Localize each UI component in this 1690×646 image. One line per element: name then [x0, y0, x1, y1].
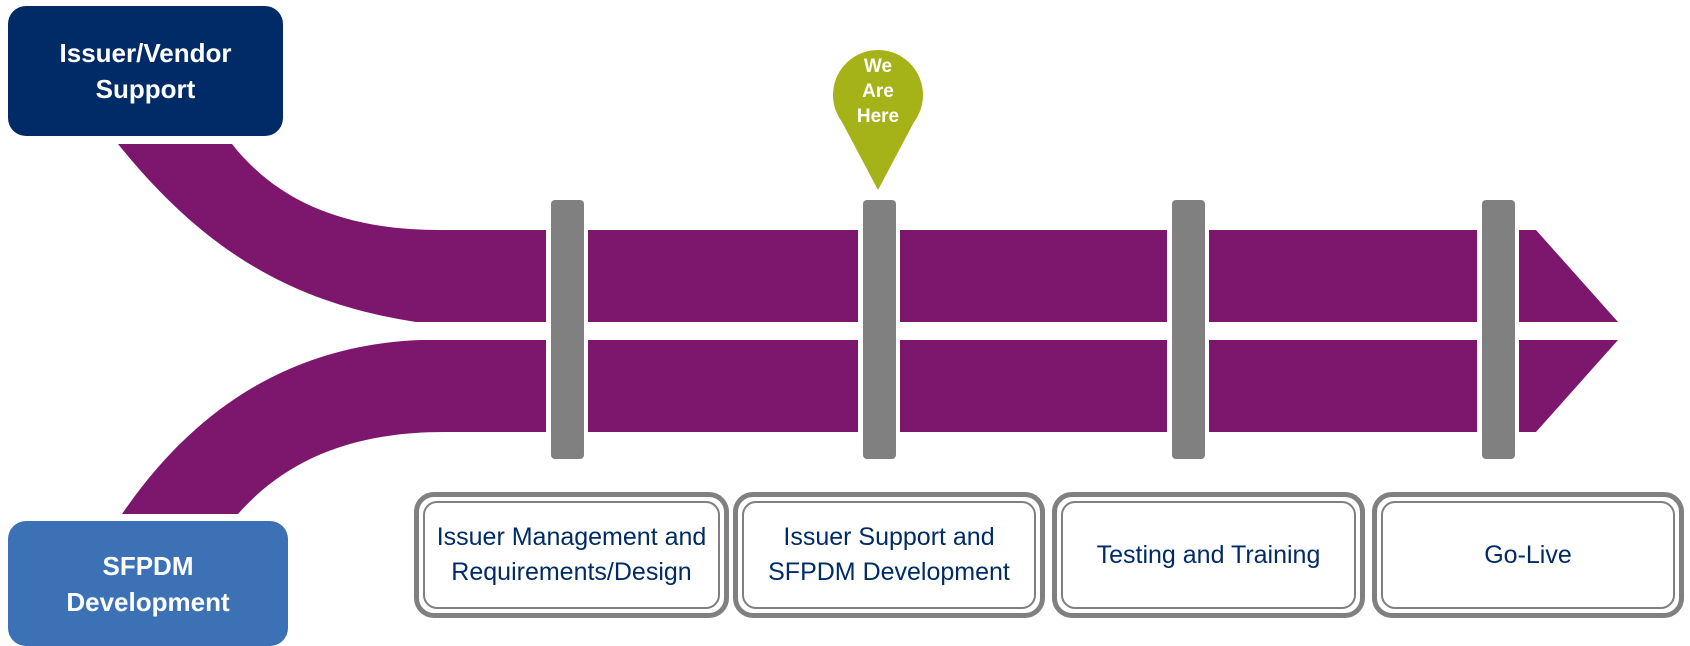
sfpdm-development-box: SFPDM Development — [8, 521, 288, 646]
milestone-3 — [1167, 200, 1209, 459]
bottom-stream-band — [122, 340, 1535, 514]
milestone-1 — [546, 200, 588, 459]
we-are-here-pin-icon — [833, 50, 924, 191]
phase-testing-training: Testing and Training — [1052, 492, 1365, 618]
milestone-2 — [858, 200, 900, 459]
top-arrowhead — [1533, 230, 1618, 322]
we-are-here-label: We Are Here — [856, 56, 900, 127]
phase-support-development: Issuer Support and SFPDM Development — [733, 492, 1045, 618]
top-stream-band — [118, 144, 1535, 322]
bottom-arrowhead — [1533, 340, 1618, 432]
phase-go-live: Go-Live — [1372, 492, 1684, 618]
phase-requirements-design: Issuer Management and Requirements/Desig… — [414, 492, 729, 618]
milestone-4 — [1477, 200, 1519, 459]
issuer-vendor-support-box: Issuer/Vendor Support — [8, 6, 283, 136]
